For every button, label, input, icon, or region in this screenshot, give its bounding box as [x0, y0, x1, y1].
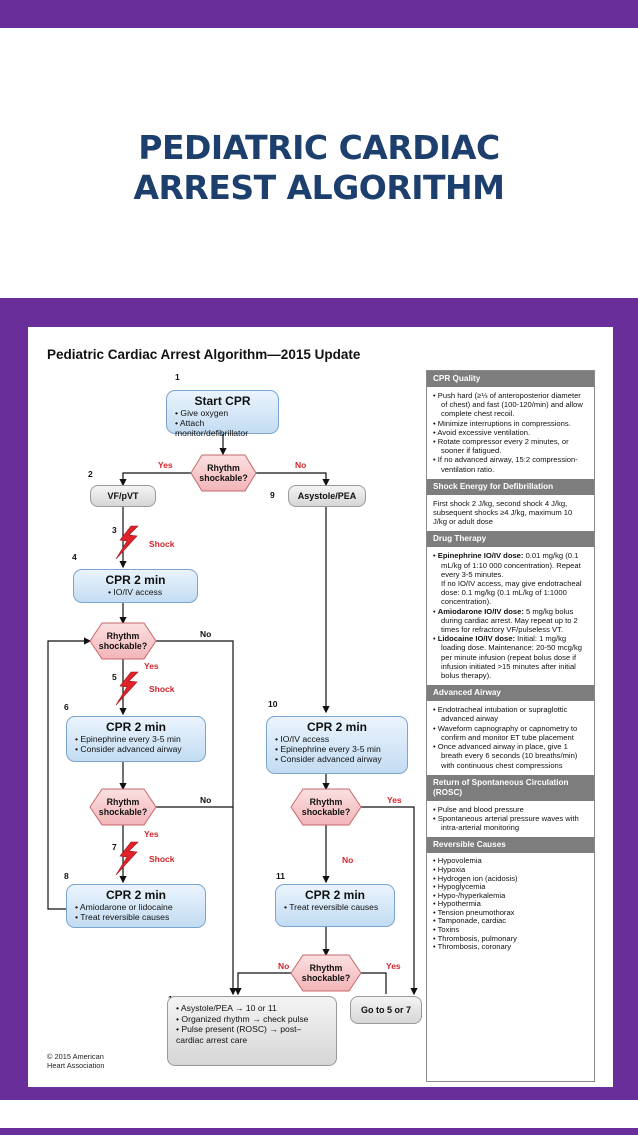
shock-bolt-icon	[115, 671, 139, 706]
diagram-title: Pediatric Cardiac Arrest Algorithm—2015 …	[47, 347, 361, 362]
box-item: Attach monitor/defibrillator	[175, 418, 272, 438]
reference-sidebar: CPR Quality Push hard (≥⅓ of anteroposte…	[426, 370, 595, 1082]
section-header-advanced-airway: Advanced Airway	[427, 685, 594, 702]
no-label: No	[342, 855, 354, 865]
section-header-shock-energy: Shock Energy for Defibrillation	[427, 478, 594, 495]
section-body-cpr-quality: Push hard (≥⅓ of anteroposterior diamete…	[427, 387, 594, 479]
shock-label: Shock	[149, 854, 175, 864]
no-label: No	[295, 460, 307, 470]
section-body-advanced-airway: Endotracheal intubation or supraglottic …	[427, 701, 594, 774]
section-body-reversible-causes: HypovolemiaHypoxiaHydrogen ion (acidosis…	[427, 853, 594, 957]
slide-title-line2: ARREST ALGORITHM	[133, 168, 505, 207]
step-number: 7	[112, 842, 117, 852]
section-header-rosc: Return of Spontaneous Circulation (ROSC)	[427, 774, 594, 801]
box-item: Treat reversible causes	[75, 912, 199, 922]
cpr-box-10: CPR 2 min IO/IV accessEpinephrine every …	[266, 716, 408, 774]
step-number: 1	[175, 372, 180, 382]
step-number: 2	[88, 469, 93, 479]
step-number: 11	[276, 871, 285, 881]
step-number: 6	[64, 702, 69, 712]
box-item: Asystole/PEA → 10 or 11	[176, 1003, 328, 1014]
flow-connectors	[47, 434, 418, 996]
step-number: 5	[112, 672, 117, 682]
cpr-box-8: CPR 2 min Amiodarone or lidocaineTreat r…	[66, 884, 206, 928]
yes-label: Yes	[387, 795, 402, 805]
yes-label: Yes	[386, 961, 401, 971]
box-heading: CPR 2 min	[105, 573, 166, 587]
start-cpr-box: Start CPR Give oxygenAttach monitor/defi…	[166, 390, 279, 438]
cpr-box-11: CPR 2 min Treat reversible causes	[275, 884, 395, 927]
goto-box: Go to 5 or 7	[350, 996, 422, 1024]
box-heading: CPR 2 min	[105, 720, 166, 734]
decision-diamond-1	[190, 454, 257, 492]
shock-label: Shock	[149, 539, 175, 549]
decision-diamond-3	[89, 788, 157, 826]
no-label: No	[278, 961, 290, 971]
box-heading: CPR 2 min	[105, 888, 166, 902]
decision-diamond-4	[290, 788, 362, 826]
box-item: Organized rhythm → check pulse	[176, 1014, 328, 1025]
algorithm-figure: Pediatric Cardiac Arrest Algorithm—2015 …	[28, 327, 613, 1087]
bottom-purple-band	[0, 1128, 638, 1135]
asystole-pea-box: Asystole/PEA	[288, 485, 366, 507]
no-label: No	[200, 795, 212, 805]
box-item: Consider advanced airway	[275, 754, 401, 764]
step-number: 10	[268, 699, 278, 709]
box-item: Give oxygen	[175, 408, 272, 418]
cpr-box-6: CPR 2 min Epinephrine every 3-5 minConsi…	[66, 716, 206, 762]
decision-diamond-5	[290, 954, 362, 992]
section-body-shock-energy: First shock 2 J/kg, second shock 4 J/kg,…	[433, 498, 573, 527]
shock-label: Shock	[149, 684, 175, 694]
box-heading: Start CPR	[194, 394, 251, 408]
vf-pvt-box: VF/pVT	[90, 485, 156, 507]
top-purple-band	[0, 0, 638, 28]
section-header-drug-therapy: Drug Therapy	[427, 531, 594, 548]
yes-label: Yes	[144, 661, 159, 671]
no-label: No	[200, 629, 212, 639]
section-body-rosc: Pulse and blood pressureSpontaneous arte…	[427, 801, 594, 838]
decision-diamond-2	[89, 622, 157, 660]
step-number: 3	[112, 525, 117, 535]
slide-title: PEDIATRIC CARDIAC ARREST ALGORITHM	[0, 128, 638, 208]
box-item: Pulse present (ROSC) → post–cardiac arre…	[176, 1024, 328, 1045]
box-item: IO/IV access	[275, 734, 401, 744]
shock-bolt-icon	[115, 525, 139, 560]
slide-title-line1: PEDIATRIC CARDIAC	[138, 128, 500, 167]
cpr-box-4: CPR 2 min IO/IV access	[73, 569, 198, 603]
step-number: 8	[64, 871, 69, 881]
step-number: 9	[270, 490, 275, 500]
box-item: Epinephrine every 3-5 min	[275, 744, 401, 754]
section-header-reversible-causes: Reversible Causes	[427, 837, 594, 854]
section-header-cpr-quality: CPR Quality	[427, 371, 594, 387]
box-item: Amiodarone or lidocaine	[75, 902, 199, 912]
yes-label: Yes	[144, 829, 159, 839]
section-body-drug-therapy: Epinephrine IO/IV dose: 0.01 mg/kg (0.1 …	[427, 547, 594, 685]
box-item: Epinephrine every 3-5 min	[75, 734, 199, 744]
box-heading: CPR 2 min	[306, 720, 367, 734]
yes-label: Yes	[158, 460, 173, 470]
box-heading: CPR 2 min	[304, 888, 365, 902]
box-item: IO/IV access	[108, 587, 191, 597]
shock-bolt-icon	[115, 841, 139, 876]
step-number: 4	[72, 552, 77, 562]
box-item: Consider advanced airway	[75, 744, 199, 754]
step-12-box: Asystole/PEA → 10 or 11Organized rhythm …	[167, 996, 337, 1066]
box-item: Treat reversible causes	[284, 902, 388, 912]
